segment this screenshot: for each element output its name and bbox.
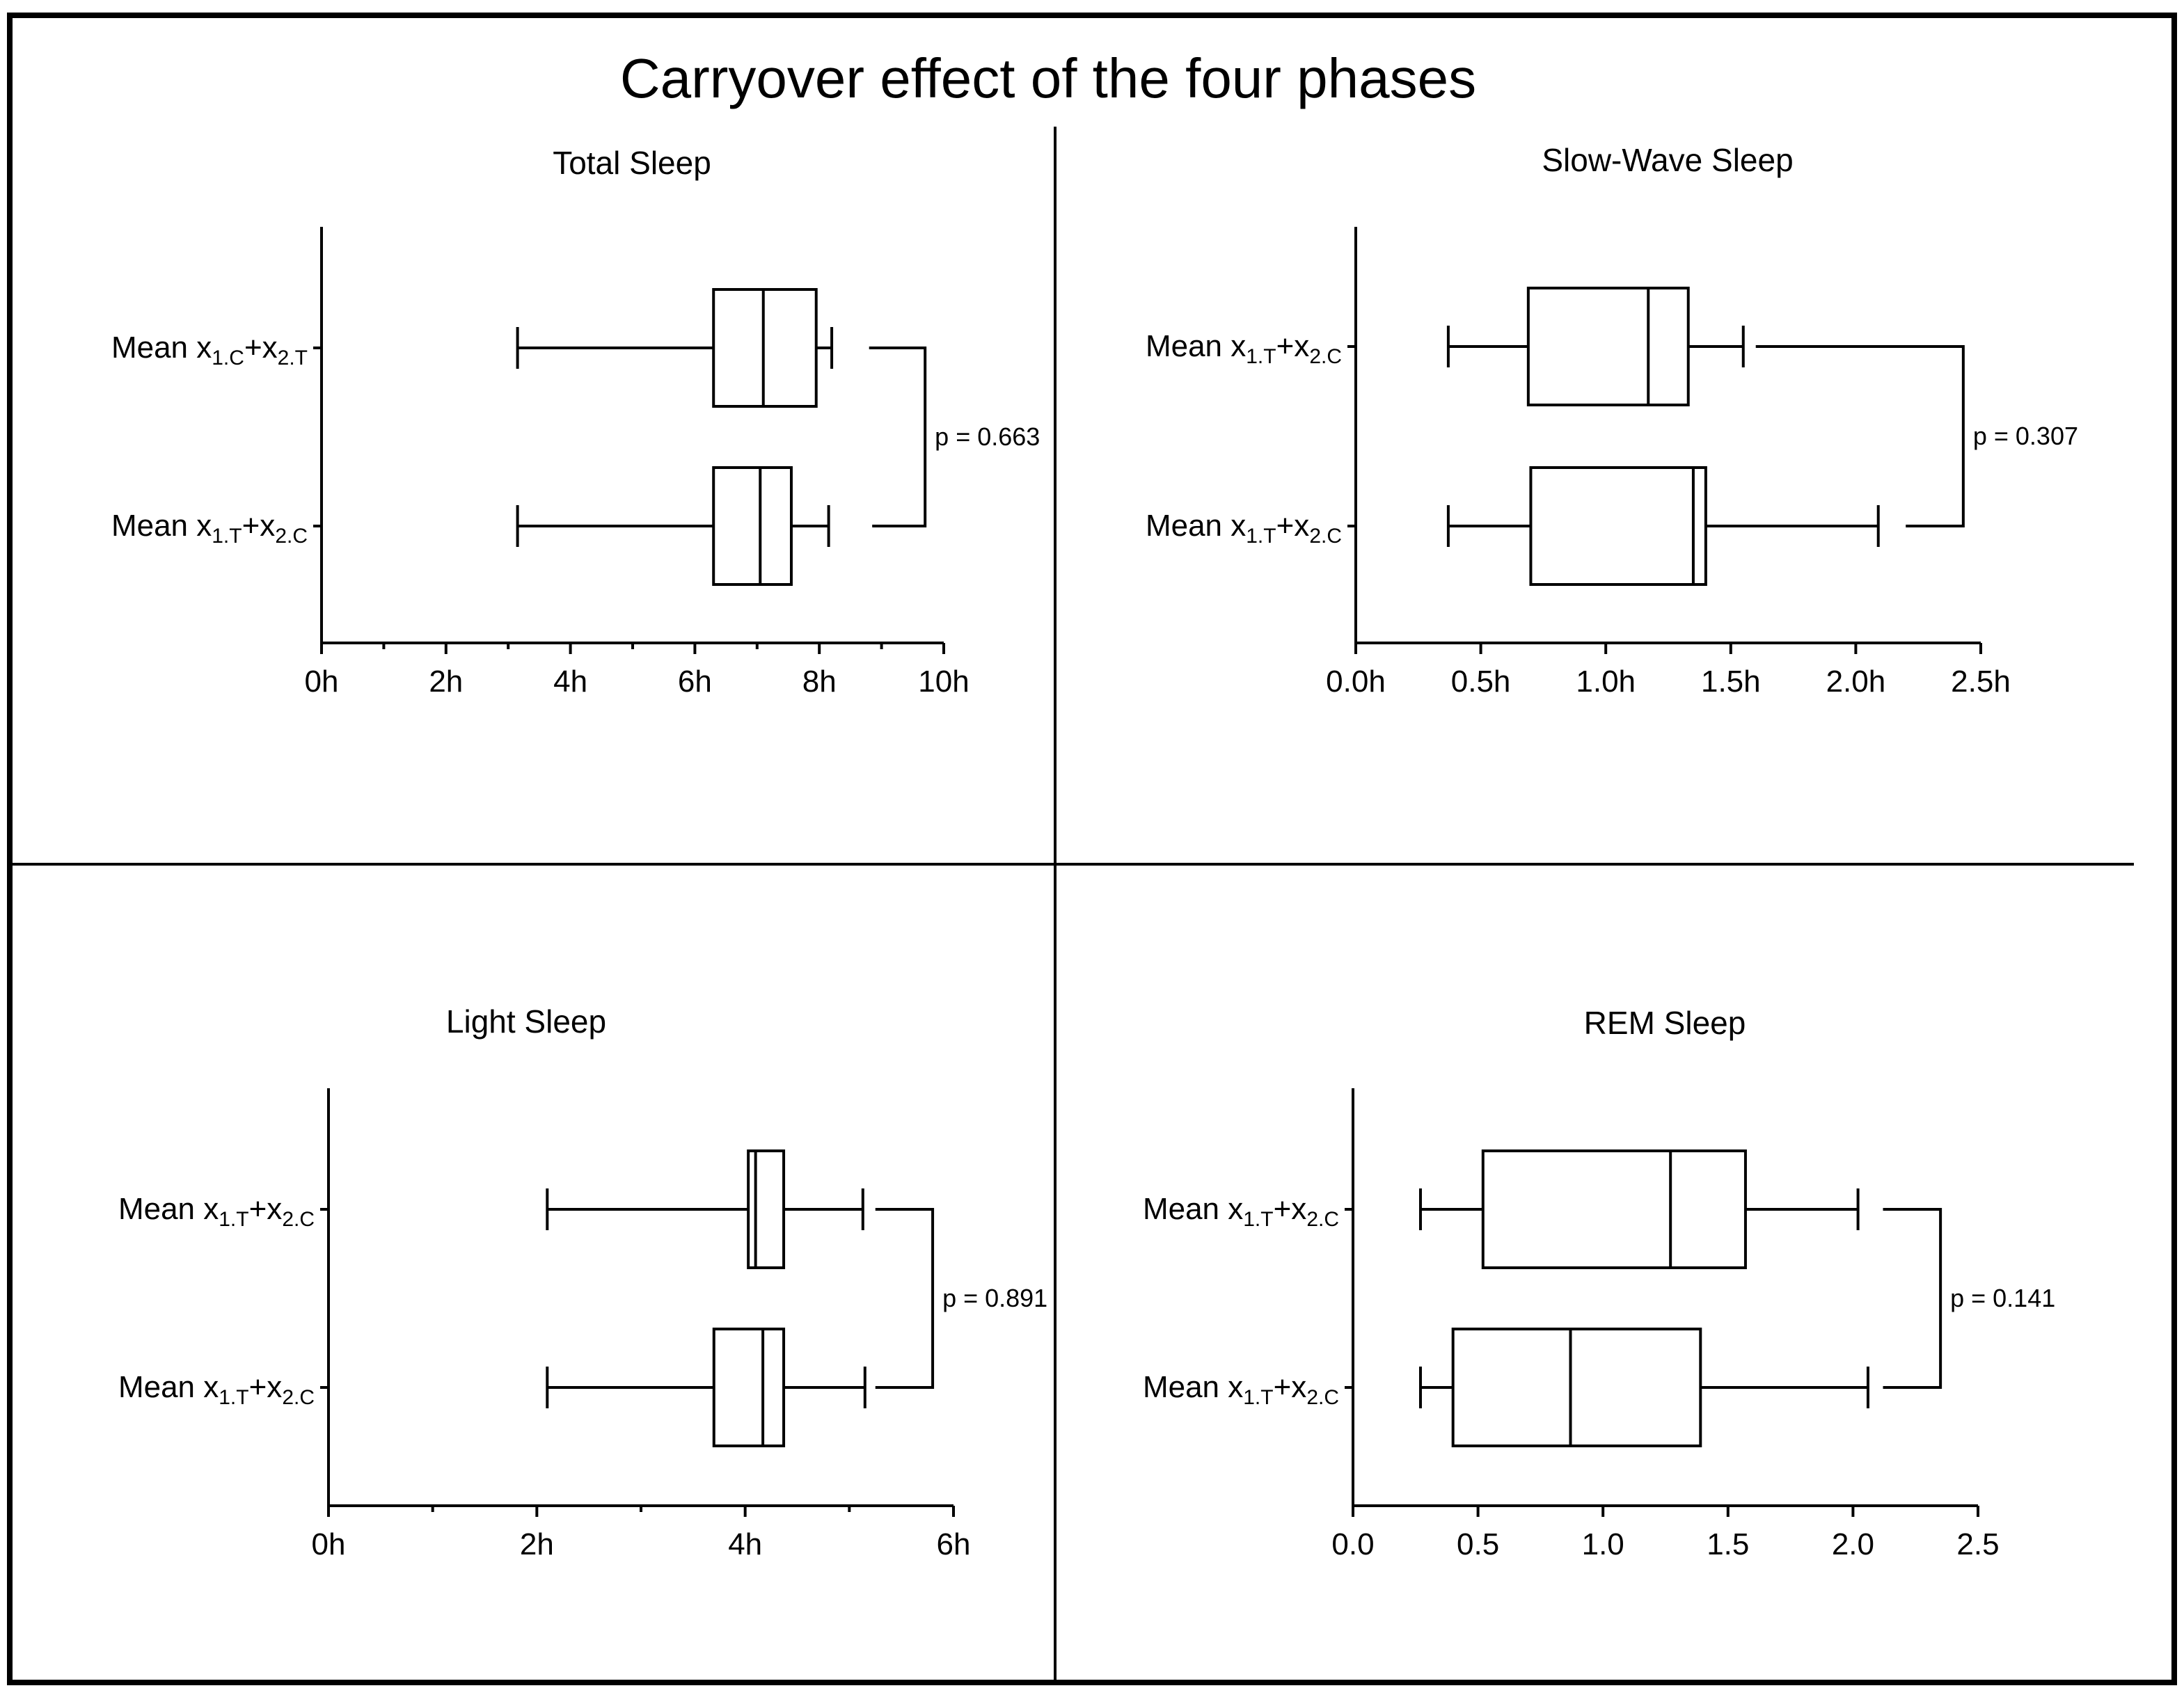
- x-tick-label: 1.0h: [1576, 665, 1636, 699]
- category-label: Mean x1.T+x2.C: [118, 1370, 315, 1409]
- x-tick-label: 6h: [678, 665, 712, 699]
- category-label-text: Mean x: [1143, 1192, 1243, 1226]
- x-tick-label: 4h: [728, 1527, 762, 1561]
- significance-bracket: [875, 1208, 935, 1389]
- category-label-subscript: 2.C: [282, 1386, 315, 1409]
- x-tick-label: 0.5h: [1451, 665, 1511, 699]
- category-label-text: +x: [1274, 1192, 1307, 1226]
- x-tick-label: 2h: [429, 665, 463, 699]
- x-tick-label: 2.5h: [1951, 665, 2011, 699]
- x-tick-label: 1.0: [1582, 1527, 1624, 1561]
- category-label-text: +x: [244, 331, 278, 365]
- category-label-text: +x: [1274, 1370, 1307, 1404]
- category-label-subscript: 1.T: [1246, 345, 1276, 368]
- category-label-text: Mean x: [118, 1370, 219, 1404]
- category-label-text: +x: [1276, 329, 1310, 363]
- category-label-text: Mean x: [118, 1192, 219, 1226]
- panel-title: Total Sleep: [553, 145, 711, 181]
- iqr-box: [747, 1149, 786, 1269]
- category-label-text: +x: [249, 1370, 283, 1404]
- category-label-subscript: 2.C: [1309, 525, 1342, 548]
- box-plot-2: Mean x1.T+x2.C: [1143, 1328, 1869, 1447]
- panel-title: Light Sleep: [446, 1003, 606, 1040]
- figure-border: [7, 13, 2177, 1685]
- category-label: Mean x1.C+x2.T: [111, 331, 308, 369]
- x-tick-label: 2.5: [1956, 1527, 1999, 1561]
- x-tick-label: 0h: [312, 1527, 346, 1561]
- iqr-box: [712, 288, 818, 408]
- box-plot-2: Mean x1.T+x2.C: [118, 1328, 867, 1447]
- category-label-text: Mean x: [1143, 1370, 1243, 1404]
- category-label-subscript: 2.C: [282, 1208, 315, 1231]
- category-label-text: Mean x: [111, 509, 212, 543]
- x-tick-label: 0.0: [1331, 1527, 1374, 1561]
- category-label-subscript: 1.T: [219, 1208, 248, 1231]
- x-tick-label: 2.0h: [1826, 665, 1886, 699]
- panel-2: Slow-Wave Sleep 0.0h 0.5h 1.0h 1.5h 2.0h 2.5h M…: [1146, 142, 2078, 699]
- iqr-box: [1451, 1328, 1702, 1447]
- category-label-subscript: 1.T: [212, 525, 242, 548]
- x-tick-label: 0h: [305, 665, 339, 699]
- category-label-text: +x: [249, 1192, 283, 1226]
- significance-bracket: [869, 347, 927, 527]
- box-plot-1: Mean x1.T+x2.C: [118, 1149, 864, 1269]
- category-label-text: Mean x: [1146, 509, 1246, 543]
- figure-title: Carryover effect of the four phases: [620, 47, 1476, 109]
- x-tick-label: 6h: [937, 1527, 971, 1561]
- x-tick-label: 4h: [553, 665, 587, 699]
- box-plot-2: Mean x1.T+x2.C: [111, 466, 830, 586]
- box-plot-2: Mean x1.T+x2.C: [1146, 466, 1880, 586]
- category-label-subscript: 1.T: [219, 1386, 248, 1409]
- box-plot-1: Mean x1.T+x2.C: [1146, 287, 1745, 406]
- category-label-subscript: 2.C: [1306, 1208, 1339, 1231]
- x-tick-label: 1.5h: [1701, 665, 1761, 699]
- category-label-subscript: 1.T: [1246, 525, 1276, 548]
- x-tick-label: 0.5: [1457, 1527, 1499, 1561]
- p-value-label: p = 0.307: [1973, 422, 2078, 450]
- category-label: Mean x1.T+x2.C: [1146, 509, 1342, 548]
- category-label-subscript: 2.T: [278, 347, 308, 369]
- iqr-box: [1526, 287, 1690, 406]
- x-tick-label: 2h: [520, 1527, 554, 1561]
- category-label-subscript: 1.T: [1243, 1386, 1273, 1409]
- iqr-box: [712, 466, 793, 586]
- iqr-box: [712, 1328, 786, 1447]
- category-label: Mean x1.T+x2.C: [111, 509, 308, 548]
- x-tick-label: 8h: [802, 665, 837, 699]
- category-label-subscript: 2.C: [275, 525, 308, 548]
- x-tick-label: 2.0: [1832, 1527, 1874, 1561]
- category-label-text: +x: [242, 509, 276, 543]
- x-tick-label: 0.0h: [1326, 665, 1386, 699]
- x-tick-label: 10h: [918, 665, 969, 699]
- category-label-subscript: 1.C: [212, 347, 244, 369]
- p-value-label: p = 0.891: [942, 1284, 1047, 1312]
- category-label-subscript: 1.T: [1243, 1208, 1273, 1231]
- category-label: Mean x1.T+x2.C: [118, 1192, 315, 1231]
- significance-bracket: [1883, 1208, 1942, 1389]
- category-label-subscript: 2.C: [1306, 1386, 1339, 1409]
- significance-bracket: [1755, 345, 1965, 527]
- iqr-box: [1481, 1149, 1747, 1269]
- iqr-box: [1529, 466, 1707, 586]
- category-label: Mean x1.T+x2.C: [1143, 1192, 1339, 1231]
- x-tick-label: 1.5: [1707, 1527, 1749, 1561]
- category-label: Mean x1.T+x2.C: [1146, 329, 1342, 368]
- category-label-text: Mean x: [111, 331, 212, 365]
- category-label-text: +x: [1276, 509, 1310, 543]
- p-value-label: p = 0.663: [935, 422, 1040, 451]
- category-label: Mean x1.T+x2.C: [1143, 1370, 1339, 1409]
- p-value-label: p = 0.141: [1950, 1284, 2055, 1312]
- category-label-subscript: 2.C: [1309, 345, 1342, 368]
- panel-title: REM Sleep: [1584, 1005, 1746, 1041]
- box-plot-1: Mean x1.T+x2.C: [1143, 1149, 1860, 1269]
- category-label-text: Mean x: [1146, 329, 1246, 363]
- panel-title: Slow-Wave Sleep: [1542, 142, 1793, 178]
- box-plot-1: Mean x1.C+x2.T: [111, 288, 834, 408]
